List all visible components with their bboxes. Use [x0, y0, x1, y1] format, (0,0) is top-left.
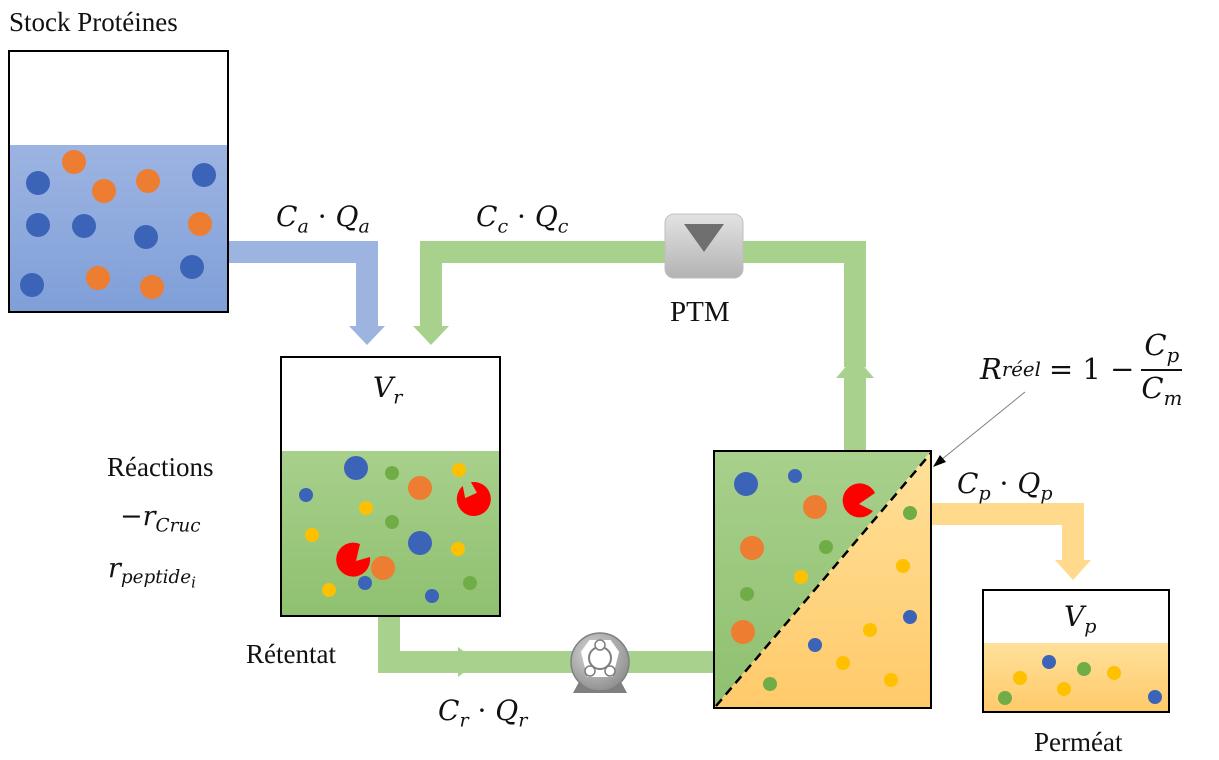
rejection-fraction: Cp Cm: [1141, 328, 1183, 410]
permeate-flow-label: Cp · Qp: [957, 467, 1053, 505]
feed-arrow-head: [349, 326, 385, 345]
ptm-label: PTM: [670, 296, 730, 328]
rate-peptide-label: rpeptidei: [108, 553, 196, 592]
recycle-riser: [844, 376, 866, 452]
permeate-tank: [982, 589, 1170, 713]
permeate-volume-label: Vp: [1064, 600, 1097, 638]
enzyme-pacman-2: [336, 542, 371, 577]
rejection-pointer: [933, 391, 1026, 467]
enzyme-pacman-1: [456, 482, 491, 516]
permeat-label: Perméat: [1034, 727, 1123, 757]
retentate-outlet-pipe: [378, 615, 716, 677]
permeate-particles: [998, 655, 1162, 705]
module-particles: [731, 469, 917, 691]
recycle-up-arrow-head: [836, 356, 874, 378]
membrane-module: [713, 450, 932, 709]
stock-particles: [20, 150, 216, 299]
retentate-flow-label: Cr · Qr: [438, 694, 528, 732]
recycle-flow-label: Cc · Qc: [476, 200, 569, 238]
recycle-arrow-head: [413, 326, 449, 345]
reactor-volume-label: Vr: [373, 371, 403, 409]
ptm-gauge: [664, 213, 744, 279]
enzyme-pacman-3: [842, 483, 875, 518]
recycle-pipe: [413, 241, 874, 452]
permeate-pipe: [930, 503, 1091, 580]
reactor-tank: [280, 356, 501, 617]
pump: [570, 632, 630, 693]
permeate-arrow-head: [1055, 560, 1091, 580]
reactor-particles: [299, 456, 477, 603]
feed-flow-label: Ca · Qa: [276, 200, 370, 238]
feed-pipe: [228, 241, 385, 345]
rate-cruc-label: −rCruc: [120, 501, 201, 537]
retentat-label: Rétentat: [246, 639, 336, 669]
retentate-arrow-head: [458, 647, 478, 677]
reactions-label: Réactions: [107, 452, 214, 482]
stock-title: Stock Protéines: [9, 7, 178, 37]
membrane-line: [715, 452, 932, 707]
stock-tank: [8, 50, 229, 313]
